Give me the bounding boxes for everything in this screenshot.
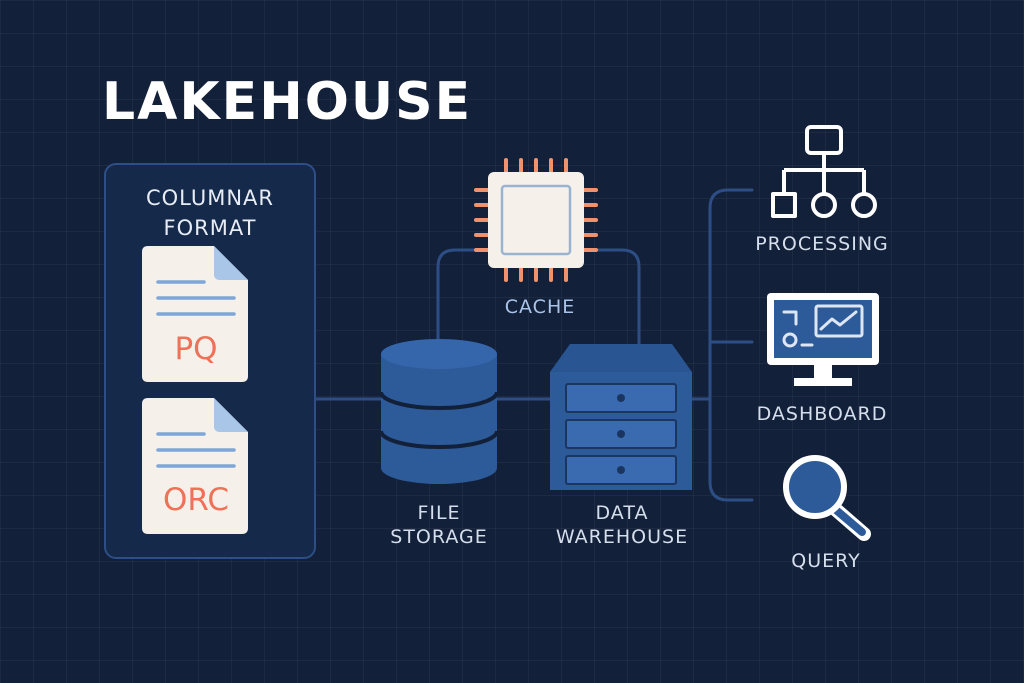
data-warehouse-label-line: WAREHOUSE xyxy=(555,526,689,548)
document-icon xyxy=(142,246,248,382)
query-label: QUERY xyxy=(791,550,861,572)
document-icon xyxy=(142,398,248,534)
database-icon xyxy=(380,339,498,484)
connector-bus xyxy=(708,188,754,502)
data-warehouse-label: DATA WAREHOUSE xyxy=(530,501,714,549)
processing-label: PROCESSING xyxy=(755,233,889,255)
columnar-format-title-line: COLUMNAR xyxy=(145,186,274,210)
monitor-chart-icon xyxy=(767,293,879,386)
pq-file-label: PQ xyxy=(174,331,218,367)
columnar-format-title-line: FORMAT xyxy=(163,216,257,240)
data-warehouse-label-line: DATA xyxy=(595,502,649,524)
server-rack-icon xyxy=(550,344,692,490)
file-storage-label: FILE STORAGE xyxy=(368,501,510,549)
orc-file-label: ORC xyxy=(162,482,230,518)
page-title: LAKEHOUSE xyxy=(102,72,473,132)
cache-label: CACHE xyxy=(504,296,576,318)
connector-cache-storage xyxy=(436,248,490,344)
magnifier-icon xyxy=(783,455,871,541)
dashboard-label: DASHBOARD xyxy=(756,403,888,425)
file-storage-label-line: FILE xyxy=(417,502,461,524)
hierarchy-icon xyxy=(771,125,877,218)
chip-icon xyxy=(474,158,598,282)
connector-cache-warehouse xyxy=(583,248,641,348)
file-storage-label-line: STORAGE xyxy=(390,526,488,548)
columnar-format-title: COLUMNAR FORMAT xyxy=(104,183,316,243)
